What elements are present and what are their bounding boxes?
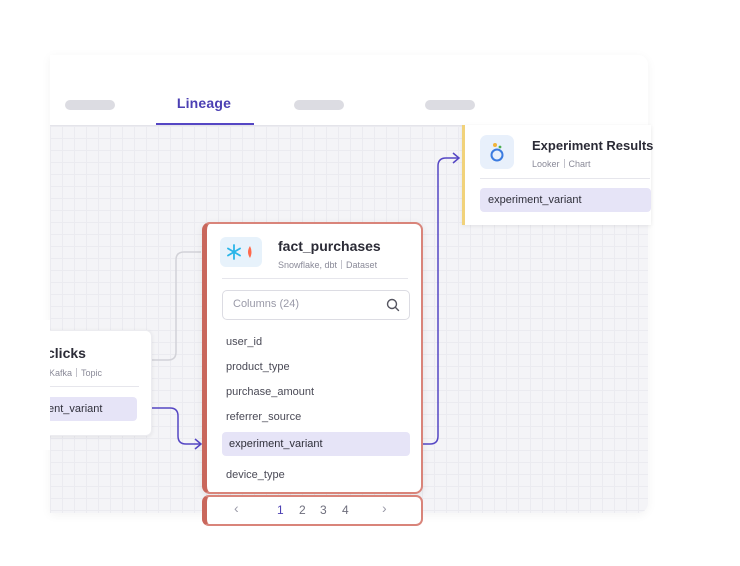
pagination-page-3[interactable]: 3 xyxy=(320,503,327,517)
node-clicks-type: Topic xyxy=(81,368,103,378)
column-item[interactable]: purchase_amount xyxy=(226,386,315,398)
node-fact-purchases-subtitle: Snowflake, dbt Dataset xyxy=(278,260,377,270)
node-clicks-divider xyxy=(31,386,139,387)
tab-placeholder-1[interactable] xyxy=(65,100,115,110)
node-experiment-results-divider xyxy=(480,178,650,179)
node-experiment-results-highlighted-column[interactable]: experiment_variant xyxy=(480,188,651,212)
node-fact-purchases-source: Snowflake, dbt xyxy=(278,260,338,270)
column-item[interactable]: product_type xyxy=(226,361,290,373)
node-experiment-results-subtitle: Looker Chart xyxy=(532,159,591,169)
pagination-page-1[interactable]: 1 xyxy=(277,503,284,517)
column-item[interactable]: user_id xyxy=(226,336,263,348)
column-item[interactable]: device_type xyxy=(226,469,285,481)
tab-placeholder-2[interactable] xyxy=(294,100,344,110)
left-clip-mask xyxy=(0,320,50,450)
node-experiment-results-type: Chart xyxy=(568,159,591,169)
node-clicks-source: Kafka xyxy=(49,368,73,378)
tab-lineage[interactable]: Lineage xyxy=(176,95,232,111)
column-pagination: ‹ 1 2 3 4 › xyxy=(202,495,423,526)
node-experiment-results[interactable]: Experiment Results Looker Chart experimen… xyxy=(462,125,654,225)
search-icon xyxy=(386,298,400,312)
tab-placeholder-3[interactable] xyxy=(425,100,475,110)
node-clicks-title: clicks xyxy=(47,345,86,361)
node-experiment-results-source: Looker xyxy=(532,159,560,169)
looker-logo-icon xyxy=(480,135,514,169)
node-fact-purchases-divider xyxy=(222,278,408,279)
pagination-prev-button[interactable]: ‹ xyxy=(234,500,239,516)
tab-bar: Lineage xyxy=(50,55,648,126)
subtitle-separator xyxy=(563,159,565,168)
column-item[interactable]: referrer_source xyxy=(226,411,302,423)
node-fact-purchases-title: fact_purchases xyxy=(278,238,381,254)
column-search-input[interactable]: Columns (24) xyxy=(222,290,410,320)
pagination-next-button[interactable]: › xyxy=(382,500,387,516)
pagination-page-4[interactable]: 4 xyxy=(342,503,349,517)
pagination-page-2[interactable]: 2 xyxy=(299,503,306,517)
column-item-highlighted[interactable]: experiment_variant xyxy=(222,432,410,456)
column-search-placeholder: Columns (24) xyxy=(233,298,300,310)
snowflake-dbt-logo-icon xyxy=(220,237,262,267)
node-fact-purchases-type: Dataset xyxy=(346,260,378,270)
node-experiment-results-title: Experiment Results xyxy=(532,138,654,153)
node-fact-purchases[interactable]: fact_purchases Snowflake, dbt Dataset Col… xyxy=(202,222,423,494)
node-clicks-subtitle: Kafka Topic xyxy=(49,368,102,378)
subtitle-separator xyxy=(76,368,78,377)
active-tab-indicator xyxy=(156,123,254,125)
subtitle-separator xyxy=(341,260,343,269)
